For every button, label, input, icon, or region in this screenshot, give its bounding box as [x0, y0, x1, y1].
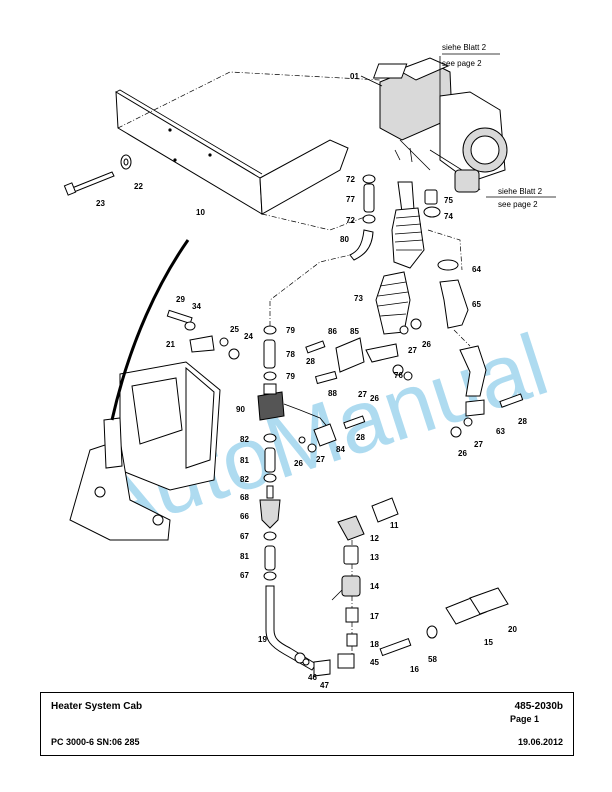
callout-27b: 27 — [358, 390, 367, 399]
document-number: 485-2030b — [514, 701, 563, 712]
reference-top-de: siehe Blatt 2 — [442, 43, 487, 52]
heater-unit — [372, 57, 508, 193]
callout-79b: 79 — [286, 372, 295, 381]
drawing-date: 19.06.2012 — [517, 737, 563, 747]
callout-45: 45 — [370, 658, 379, 667]
callout-79a: 79 — [286, 326, 295, 335]
callout-16: 16 — [410, 665, 419, 674]
corrugated-hose — [375, 181, 425, 335]
machine-model: PC 3000-6 SN:06 285 — [51, 737, 140, 747]
callout-88: 88 — [328, 389, 337, 398]
callout-28c: 28 — [356, 433, 365, 442]
callout-27c: 27 — [474, 440, 483, 449]
callout-47: 47 — [320, 681, 329, 690]
callout-26c: 26 — [458, 449, 467, 458]
title-block: Heater System Cab 485-2030b Page 1 PC 30… — [40, 692, 574, 756]
callout-85: 85 — [350, 327, 359, 336]
callout-18: 18 — [370, 640, 379, 649]
callout-25: 25 — [230, 325, 239, 334]
callout-10: 10 — [196, 208, 205, 217]
fuel-line-assembly — [257, 325, 331, 677]
callout-21: 21 — [166, 340, 175, 349]
exploded-parts-diagram: AutoManual siehe Blatt 2 see page 2 sieh… — [63, 43, 559, 690]
callout-64: 64 — [472, 265, 481, 274]
callout-67b: 67 — [240, 571, 249, 580]
callout-28b: 28 — [518, 417, 527, 426]
callout-67a: 67 — [240, 532, 249, 541]
page-number: Page 1 — [509, 714, 539, 724]
callout-19: 19 — [258, 635, 267, 644]
cover-plate — [115, 89, 349, 215]
callout-86: 86 — [328, 327, 337, 336]
callout-20: 20 — [508, 625, 517, 634]
callout-82a: 82 — [240, 435, 249, 444]
callout-84: 84 — [336, 445, 345, 454]
callout-26b: 26 — [370, 394, 379, 403]
callout-17: 17 — [370, 612, 379, 621]
reference-mid-de: siehe Blatt 2 — [498, 187, 543, 196]
callout-13: 13 — [370, 553, 379, 562]
drawing-title: Heater System Cab — [51, 701, 143, 712]
callout-15: 15 — [484, 638, 493, 647]
callout-66: 66 — [240, 512, 249, 521]
callout-72b: 72 — [346, 216, 355, 225]
reference-top-en: see page 2 — [442, 59, 482, 68]
callout-58: 58 — [428, 655, 437, 664]
callout-23: 23 — [96, 199, 105, 208]
callout-01: 01 — [350, 72, 359, 81]
callout-34: 34 — [192, 302, 201, 311]
callout-46: 46 — [308, 673, 317, 682]
callout-63: 63 — [496, 427, 505, 436]
callout-26a: 26 — [422, 340, 431, 349]
callout-80: 80 — [340, 235, 349, 244]
callout-75: 75 — [444, 196, 453, 205]
callout-22: 22 — [134, 182, 143, 191]
callout-90: 90 — [236, 405, 245, 414]
callout-28a: 28 — [306, 357, 315, 366]
callout-78: 78 — [286, 350, 295, 359]
callout-73: 73 — [354, 294, 363, 303]
callout-26d: 26 — [294, 459, 303, 468]
callout-76: 76 — [394, 371, 403, 380]
callout-77: 77 — [346, 195, 355, 204]
callout-14: 14 — [370, 582, 379, 591]
callout-81a: 81 — [240, 456, 249, 465]
cab-illustration — [69, 361, 221, 541]
callout-68: 68 — [240, 493, 249, 502]
callout-81b: 81 — [240, 552, 249, 561]
callout-27a: 27 — [408, 346, 417, 355]
screw-23 — [63, 171, 115, 196]
callout-27d: 27 — [316, 455, 325, 464]
callout-74: 74 — [444, 212, 453, 221]
callout-72a: 72 — [346, 175, 355, 184]
callout-29: 29 — [176, 295, 185, 304]
reference-mid-en: see page 2 — [498, 200, 538, 209]
callout-11: 11 — [390, 521, 399, 530]
callout-65: 65 — [472, 300, 481, 309]
callout-24: 24 — [244, 332, 253, 341]
callout-82b: 82 — [240, 475, 249, 484]
callout-12: 12 — [370, 534, 379, 543]
